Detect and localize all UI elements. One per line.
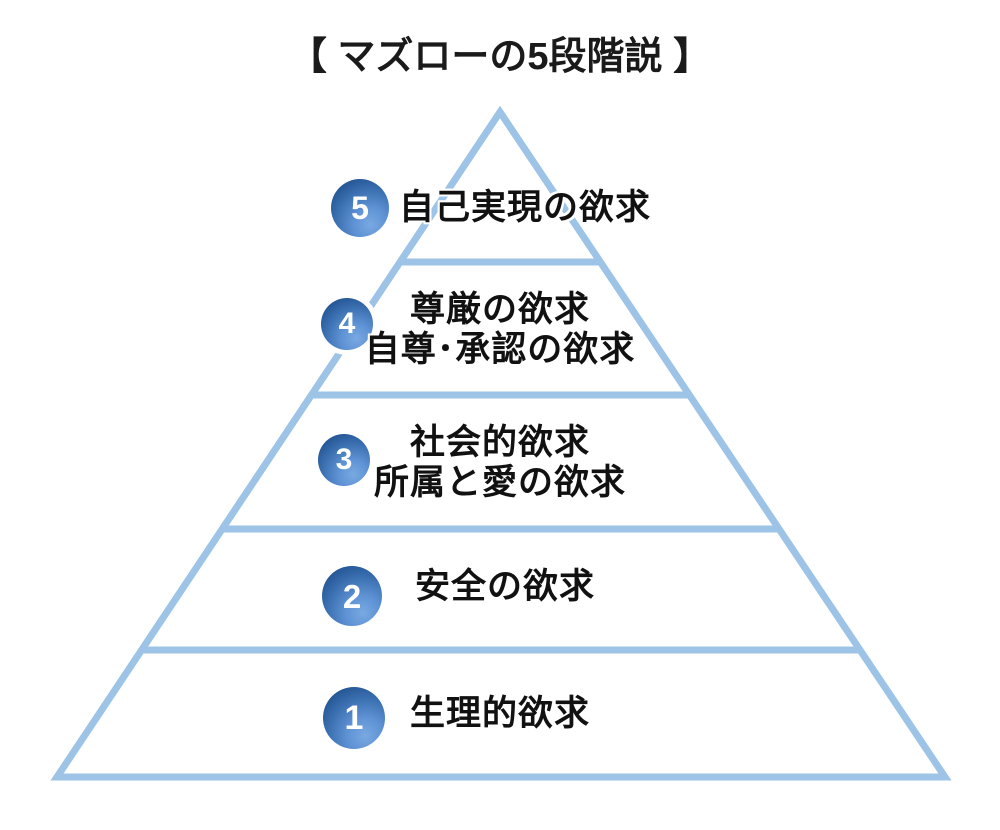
level-2-label-line1: 安全の欲求 — [414, 567, 596, 606]
level-2-number: 2 — [342, 577, 362, 615]
level-1-number-badge: 1 — [323, 687, 385, 749]
level-3-number: 3 — [335, 443, 353, 476]
level-1-number: 1 — [344, 699, 364, 737]
level-3-label-line1: 社会的欲求 — [409, 423, 591, 462]
level-2-number-badge: 2 — [322, 566, 382, 626]
level-5-number-badge: 5 — [331, 179, 389, 237]
diagram-title: 【 マズローの5段階説 】 — [288, 36, 712, 78]
level-5-number: 5 — [351, 190, 369, 226]
level-3-label-line2: 所属と愛の欲求 — [373, 463, 627, 502]
level-1-label: 生理的欲求 — [410, 694, 590, 734]
level-4-label-line2: 自尊･承認の欲求 — [364, 330, 636, 369]
level-2-label: 安全の欲求 — [415, 567, 595, 607]
pyramid-outline — [50, 105, 952, 781]
level-1-label-line1: 生理的欲求 — [409, 694, 591, 733]
level-4-label: 尊厳の欲求 自尊･承認の欲求 — [365, 290, 636, 370]
level-5-label: 自己実現の欲求 — [399, 188, 651, 228]
level-4-label-line1: 尊厳の欲求 — [409, 290, 591, 329]
level-4-number: 4 — [338, 307, 356, 340]
level-3-number-badge: 3 — [318, 434, 370, 486]
level-5-label-line1: 自己実現の欲求 — [398, 188, 652, 227]
level-4-number-badge: 4 — [321, 298, 373, 350]
level-3-label: 社会的欲求 所属と愛の欲求 — [374, 423, 626, 503]
